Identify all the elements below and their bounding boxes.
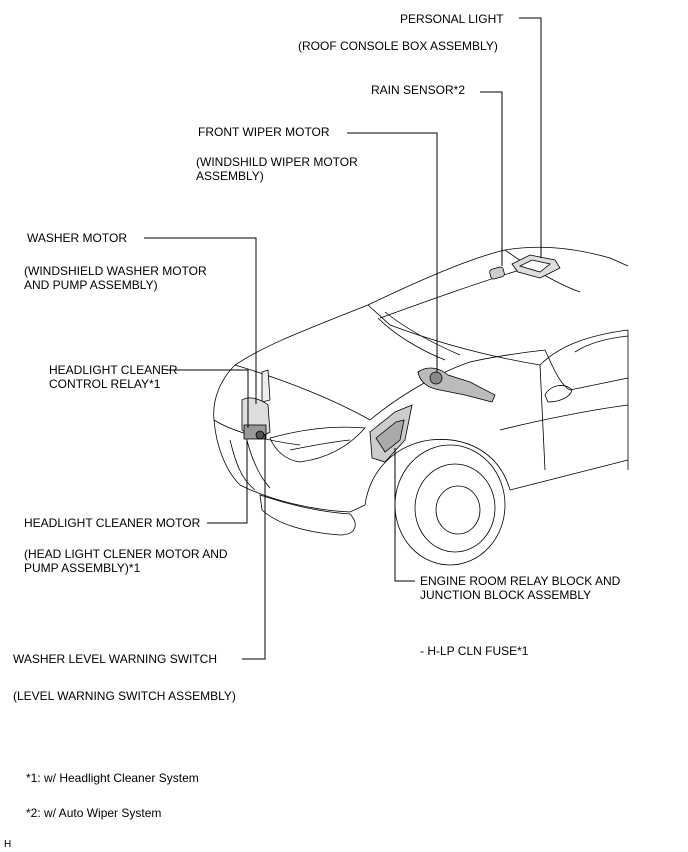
label-washer-motor-sub-2: AND PUMP ASSEMBLY) xyxy=(24,278,158,292)
leader-headlight-cleaner-motor xyxy=(207,440,248,524)
leader-rain-sensor xyxy=(480,91,503,266)
label-front-wiper-sub-2: ASSEMBLY) xyxy=(196,169,264,183)
label-washer-level-switch: WASHER LEVEL WARNING SWITCH xyxy=(13,652,218,666)
components xyxy=(241,254,561,463)
label-rain-sensor: RAIN SENSOR*2 xyxy=(371,83,466,97)
leader-lines xyxy=(144,17,542,660)
label-headlight-cleaner-relay-1: HEADLIGHT CLEANER xyxy=(49,363,178,377)
corner-mark: H xyxy=(4,839,12,850)
label-washer-level-switch-sub: (LEVEL WARNING SWITCH ASSEMBLY) xyxy=(13,689,236,703)
washer-tank-neck xyxy=(261,369,271,403)
label-engine-room-relay-1: ENGINE ROOM RELAY BLOCK AND xyxy=(420,574,621,588)
label-front-wiper-motor: FRONT WIPER MOTOR xyxy=(198,125,330,139)
label-washer-motor: WASHER MOTOR xyxy=(27,231,128,245)
leader-engine-room-relay-block xyxy=(394,448,415,582)
leader-washer-level-switch xyxy=(242,434,266,660)
label-engine-room-relay-2: JUNCTION BLOCK ASSEMBLY xyxy=(420,588,592,602)
label-hlp-cln-fuse: - H-LP CLN FUSE*1 xyxy=(420,644,529,658)
footnote-1: *1: w/ Headlight Cleaner System xyxy=(26,771,199,785)
front-wiper-motor-part xyxy=(417,367,496,403)
leader-headlight-cleaner-relay xyxy=(166,369,249,428)
car-outline xyxy=(213,246,629,566)
leader-front-wiper-motor xyxy=(347,132,438,372)
label-personal-light-sub: (ROOF CONSOLE BOX ASSEMBLY) xyxy=(298,39,498,53)
label-headlight-cleaner-motor-sub-2: PUMP ASSEMBLY)*1 xyxy=(24,561,141,575)
label-washer-motor-sub-1: (WINDSHIELD WASHER MOTOR xyxy=(24,264,207,278)
rain-sensor-part xyxy=(489,266,505,280)
label-personal-light: PERSONAL LIGHT xyxy=(400,12,504,26)
leader-washer-motor xyxy=(144,237,257,404)
leader-personal-light xyxy=(519,17,542,258)
label-front-wiper-sub-1: (WINDSHILD WIPER MOTOR xyxy=(196,155,358,169)
label-headlight-cleaner-motor-sub-1: (HEAD LIGHT CLENER MOTOR AND xyxy=(24,547,228,561)
label-headlight-cleaner-motor: HEADLIGHT CLEANER MOTOR xyxy=(24,516,201,530)
label-headlight-cleaner-relay-2: CONTROL RELAY*1 xyxy=(49,377,161,391)
footnote-2: *2: w/ Auto Wiper System xyxy=(26,806,162,820)
